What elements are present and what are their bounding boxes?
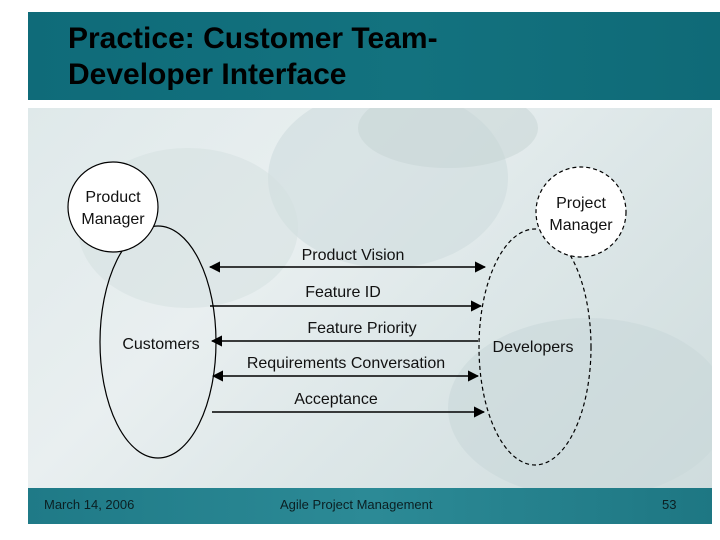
feature-priority-label: Feature Priority bbox=[307, 320, 416, 337]
project-manager-label-line-1: Project bbox=[556, 195, 606, 212]
project-manager-label-line-2: Manager bbox=[549, 217, 613, 234]
requirements-conversation-label: Requirements Conversation bbox=[247, 355, 445, 372]
feature-id-label: Feature ID bbox=[305, 284, 381, 301]
developers-label: Developers bbox=[493, 339, 574, 356]
product-manager-label-line-2: Manager bbox=[81, 211, 145, 228]
customers-label: Customers bbox=[122, 336, 199, 353]
product-manager-circle bbox=[67, 161, 159, 253]
project-manager-circle bbox=[535, 166, 627, 258]
footer-course: Agile Project Management bbox=[280, 497, 433, 512]
footer-bar bbox=[28, 488, 712, 524]
footer-date: March 14, 2006 bbox=[44, 497, 135, 512]
acceptance-label: Acceptance bbox=[294, 391, 378, 408]
background-photo-shapes bbox=[78, 108, 712, 488]
product-vision-label: Product Vision bbox=[302, 247, 405, 264]
footer-page-number: 53 bbox=[662, 497, 677, 512]
title-bar: Practice: Customer Team- Developer Inter… bbox=[28, 12, 720, 100]
slide-title-line-2: Developer Interface bbox=[68, 58, 347, 91]
developers-ellipse bbox=[478, 228, 592, 466]
slide-title-line-1: Practice: Customer Team- bbox=[68, 22, 438, 55]
product-manager-label-line-1: Product bbox=[85, 189, 141, 206]
